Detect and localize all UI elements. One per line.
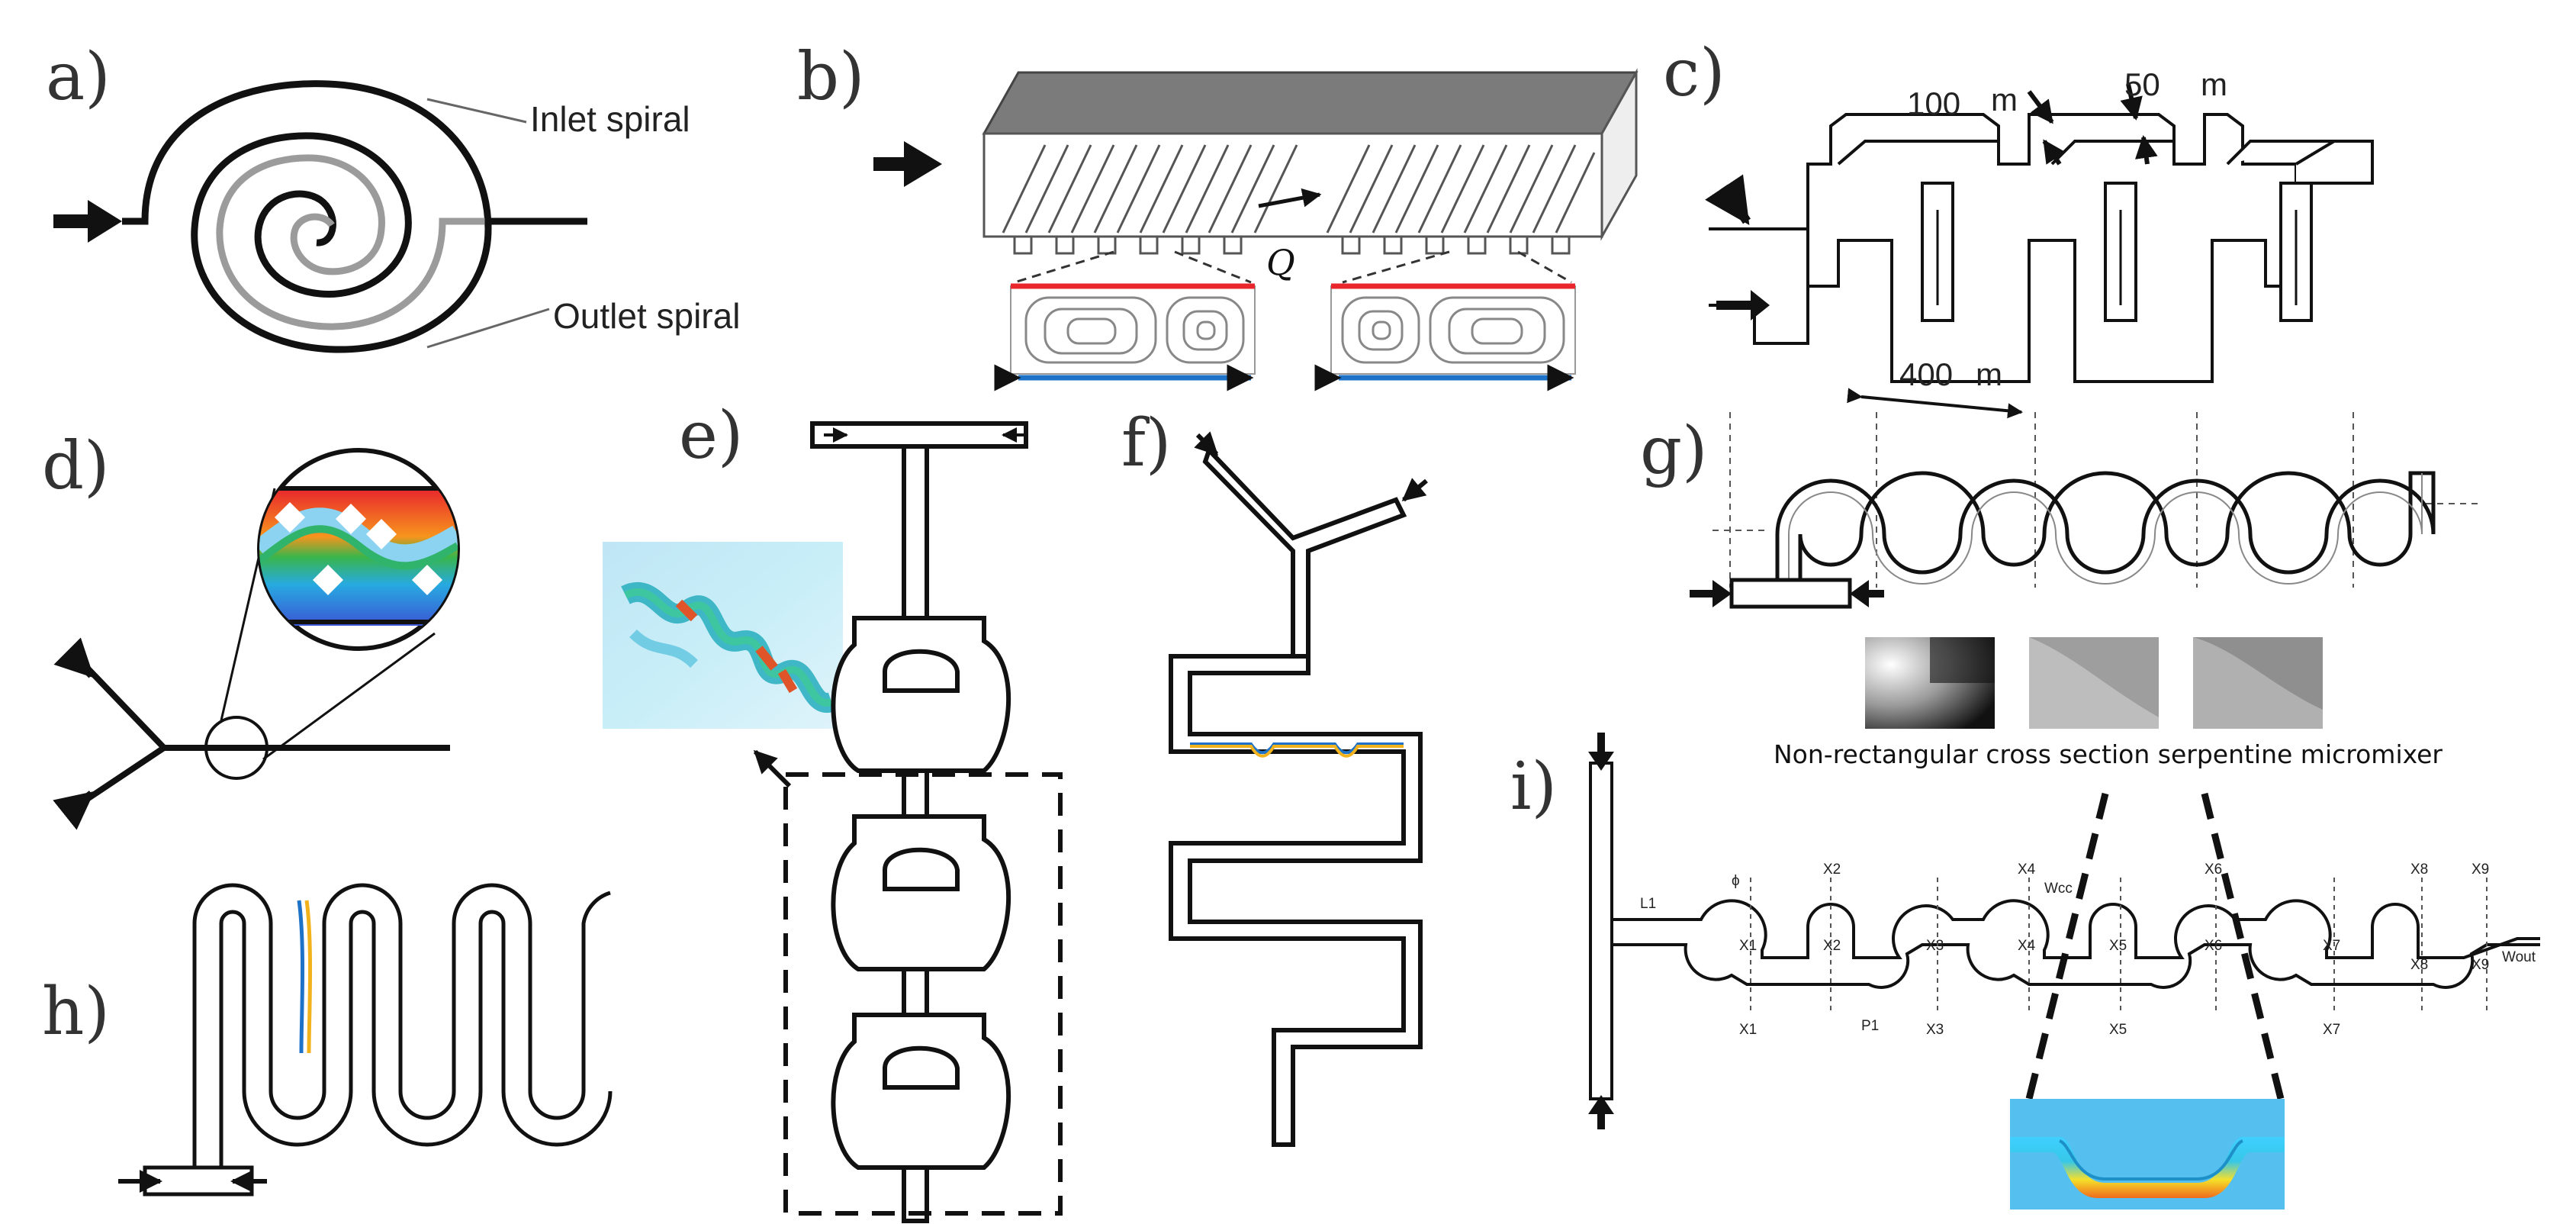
x-label: X2 [1823, 862, 1841, 878]
inlet-arrows-icon [1705, 174, 1770, 320]
reference-lines [1713, 412, 2483, 588]
panel-d-label: d) [42, 428, 110, 504]
x-label: X6 [2205, 938, 2222, 954]
meander-channel [143, 883, 613, 1197]
x-label: X8 [2410, 957, 2428, 973]
inlet-arrows-icon [1194, 431, 1428, 502]
inlet-spiral-label: Inlet spiral [530, 99, 690, 139]
panel-d: d) [42, 428, 460, 830]
dim-400-label: 400 [1899, 356, 1953, 392]
panel-c-label: c) [1663, 35, 1725, 111]
outlet-leader [426, 308, 550, 349]
panel-g-caption: Non-rectangular cross section serpentine… [1774, 739, 2443, 769]
panel-h: h) [42, 883, 613, 1197]
x-label: X2 [1823, 938, 1841, 954]
zoom-pointer-arrow-icon [753, 749, 792, 788]
stream-yellow [304, 900, 313, 1054]
stream-blue [297, 900, 305, 1054]
x-label: X4 [2018, 938, 2036, 954]
y-junction-channel [70, 650, 450, 812]
flow-arrow-icon [1258, 188, 1322, 208]
serpentine-channel [1729, 471, 2436, 609]
panel-b: b) Q [797, 39, 1639, 391]
x-label: X7 [2323, 1022, 2340, 1038]
dim-50-unit: m [2201, 66, 2227, 102]
inlet-spiral [122, 80, 492, 353]
x-label: X4 [2018, 862, 2036, 878]
cfd-cross-section-inset [2010, 1099, 2285, 1210]
x-label: X6 [2205, 862, 2222, 878]
panel-a-label: a) [46, 39, 111, 115]
split-recombine-channel [1709, 113, 2374, 383]
x-label: X3 [1926, 1022, 1944, 1038]
zoom-region-box [783, 772, 1063, 1216]
zigzag-channel [1169, 446, 1423, 1147]
panel-i: i) X1 X1 X2 X2 X3 [1510, 733, 2540, 1210]
dim-100-unit: m [1991, 82, 2018, 118]
inlet-arrow-icon [873, 141, 942, 187]
p1-label: P1 [1861, 1018, 1879, 1034]
x-label: X7 [2323, 938, 2340, 954]
dimension-guides [1750, 878, 2488, 1015]
panel-f-label: f) [1121, 405, 1171, 482]
inset-projection-lines [2025, 792, 2285, 1100]
herringbone-grooves [1002, 144, 1596, 234]
outlet-spiral-label: Outlet spiral [553, 296, 740, 336]
panel-g: g) Non-rectangul [1640, 412, 2483, 769]
inlet-leader [426, 98, 527, 124]
dimension-arrows [1847, 83, 2158, 419]
x-label: X8 [2410, 862, 2428, 878]
inlet-arrow-icon [53, 200, 122, 243]
cross-section-right [1314, 283, 1576, 391]
cascaded-channel [810, 421, 1028, 1223]
zoom-leader [262, 632, 436, 761]
cross-section-left [994, 283, 1256, 391]
dim-50-label: 50 [2124, 66, 2160, 102]
panel-g-label: g) [1640, 413, 1708, 489]
omega-channel [1589, 762, 2540, 1100]
channel-top-face [982, 71, 1639, 135]
inlet-arrows-icon [1588, 733, 1614, 1129]
dim-100-label: 100 [1907, 85, 1960, 121]
wout-label: Wout [2502, 949, 2536, 965]
panel-e: e) [603, 398, 1063, 1223]
inlet-arrows-icon [1690, 580, 1884, 607]
x-label: X5 [2109, 1022, 2127, 1038]
zoom-circle-small [204, 716, 269, 780]
phi-label: ϕ [1732, 873, 1740, 889]
x-label: X1 [1739, 1022, 1757, 1038]
projection-lines [1014, 250, 1572, 284]
x-position-labels: X1 X1 X2 X2 X3 X3 X4 X4 X5 X5 X6 X6 X7 X… [1739, 862, 2489, 1038]
panel-b-label: b) [797, 39, 865, 115]
x-label: X5 [2109, 938, 2127, 954]
l1-label: L1 [1640, 896, 1656, 912]
cross-section-images [1865, 637, 2323, 729]
panel-a: a) Inlet spiral Outlet spiral [46, 39, 740, 353]
inlet-arrows-icon [53, 637, 95, 830]
flow-rate-label: Q [1266, 242, 1295, 283]
panel-h-label: h) [42, 974, 110, 1050]
x-label: X1 [1739, 938, 1757, 954]
panel-c: c) 100 m 50 m 400 m [1663, 35, 2374, 419]
cfd-inset-image [603, 542, 843, 729]
groove-teeth [1013, 235, 1571, 255]
outlet-spiral [216, 154, 587, 330]
x-label: X3 [1926, 938, 1944, 954]
wcc-label: Wcc [2044, 881, 2073, 897]
panel-e-label: e) [679, 398, 743, 474]
mixing-streamlines [1190, 742, 1404, 758]
zoom-inset [257, 448, 460, 651]
panel-f: f) [1121, 405, 1428, 1147]
panel-i-label: i) [1510, 749, 1557, 825]
dim-400-unit: m [1976, 356, 2002, 392]
x-label: X9 [2471, 957, 2489, 973]
x-label: X9 [2471, 862, 2489, 878]
